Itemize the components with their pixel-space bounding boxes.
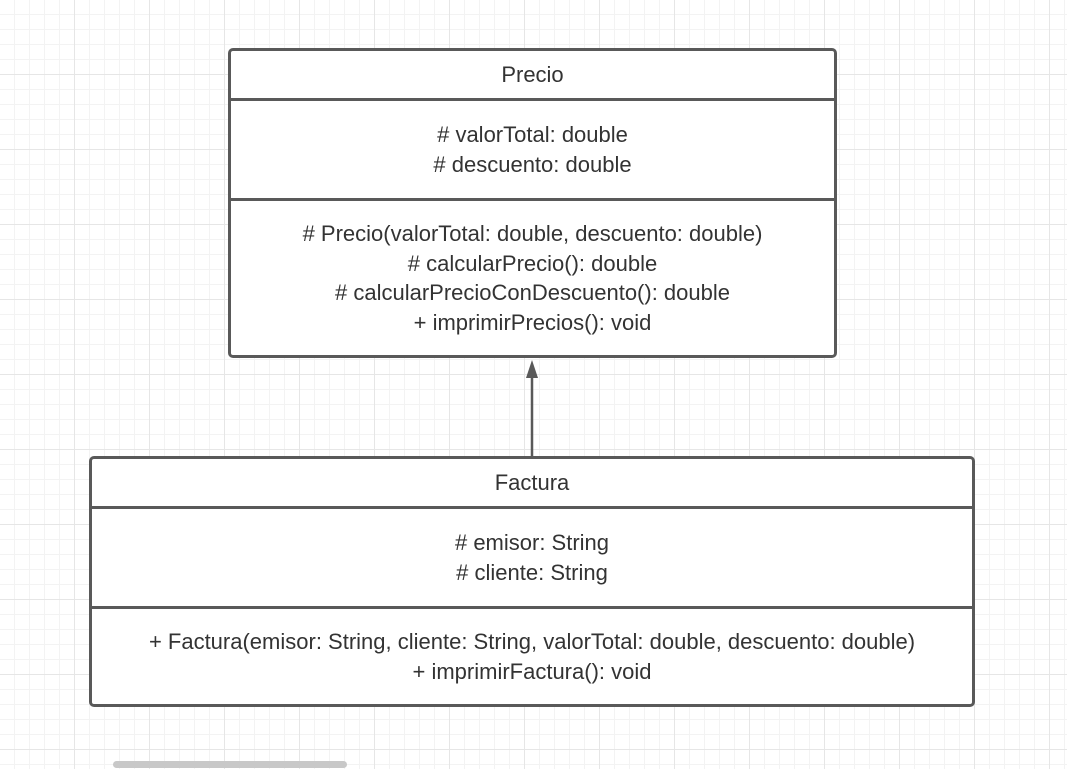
method: # calcularPrecio(): double <box>407 250 658 276</box>
attribute: # descuento: double <box>433 151 632 177</box>
attribute: # emisor: String <box>454 530 610 555</box>
class-name: Precio <box>501 61 564 87</box>
method: + Factura(emisor: String, cliente: Strin… <box>148 629 916 654</box>
method: + imprimirFactura(): void <box>412 658 652 684</box>
arrowhead-icon <box>526 360 538 378</box>
attributes-section: # valorTotal: double # descuento: double <box>231 98 834 198</box>
attribute: # valorTotal: double <box>437 122 628 147</box>
method: + imprimirPrecios(): void <box>413 309 652 335</box>
class-name-section: Factura <box>92 459 972 506</box>
class-precio[interactable]: Precio # valorTotal: double # descuento:… <box>228 48 837 358</box>
class-name: Factura <box>494 469 570 495</box>
methods-section: # Precio(valorTotal: double, descuento: … <box>231 198 834 355</box>
method: # calcularPrecioConDescuento(): double <box>335 280 730 305</box>
methods-section: + Factura(emisor: String, cliente: Strin… <box>92 606 972 704</box>
horizontal-scrollbar[interactable] <box>113 761 347 768</box>
class-name-section: Precio <box>231 51 834 98</box>
method: # Precio(valorTotal: double, descuento: … <box>302 221 763 246</box>
class-factura[interactable]: Factura # emisor: String # cliente: Stri… <box>89 456 975 707</box>
attributes-section: # emisor: String # cliente: String <box>92 506 972 606</box>
attribute: # cliente: String <box>456 559 608 585</box>
